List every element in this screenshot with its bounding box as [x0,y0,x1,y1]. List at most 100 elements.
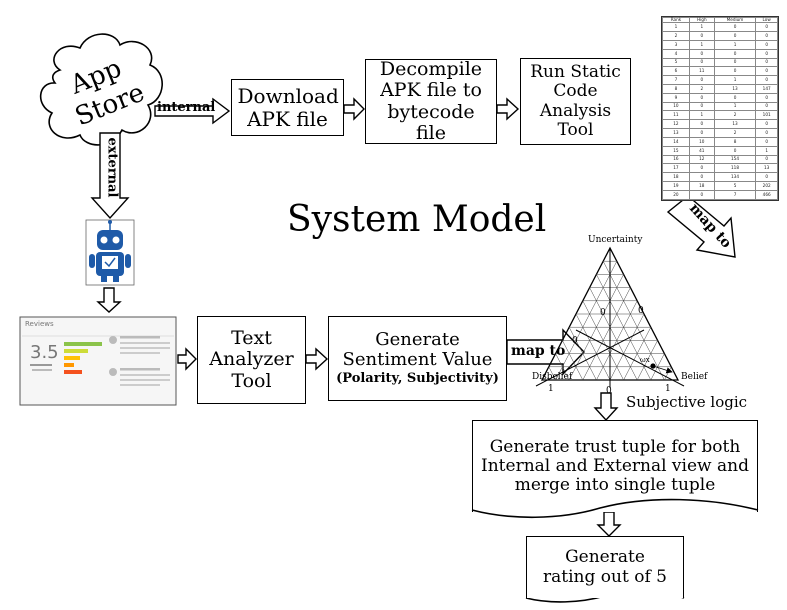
table-cell: 0 [713,145,757,156]
table-cell: 147 [755,84,778,94]
table-cell: 13 [755,163,778,174]
arrow-map-to-top [666,195,736,258]
table-cell: 13 [662,128,690,138]
static-analysis-label: Run Static Code Analysis Tool [530,62,621,140]
text-analyzer-label: Text Analyzer Tool [209,327,294,392]
table-cell: 0 [688,119,715,130]
robot-icon [85,219,135,286]
table-cell: 20 [662,189,690,201]
table-cell: 0 [755,31,778,41]
table-header-cell: Low [755,16,778,24]
table-cell: 5 [662,57,690,68]
external-label: external [104,137,120,198]
table-header-cell: Medium [713,16,757,24]
table-cell: 15 [662,145,690,156]
page-title: System Model [287,199,547,240]
table-cell: 13 [713,84,757,94]
table-cell: 1 [662,22,690,33]
download-apk-label: Download APK file [237,84,339,131]
table-cell: 1 [688,39,715,50]
reviews-panel [19,316,177,406]
sentiment-box: Generate Sentiment Value (Polarity, Subj… [328,316,507,401]
table-cell: 1 [713,39,757,50]
trust-tuple-box: Generate trust tuple for both Internal a… [472,420,758,512]
table-cell: 18 [662,172,690,183]
subjective-logic-label: Subjective logic [626,393,748,411]
triangle-tick-4: 1 [548,384,554,394]
table-cell: 0 [755,48,778,59]
table-cell: 1 [688,110,715,121]
arrow-robot-reviews [96,287,122,313]
arrow-decompile-static [496,97,520,121]
table-cell: 154 [713,154,757,165]
arrow-external [90,132,130,220]
table-cell: 4 [662,48,690,59]
table-cell: 466 [755,189,778,201]
arrow-download-decompile [343,97,365,121]
table-cell: 7 [662,75,690,85]
table-cell: 0 [755,39,778,50]
table-cell: 0 [688,163,715,174]
table-cell: 0 [713,92,757,103]
table-cell: 0 [688,128,715,138]
table-cell: 0 [755,101,778,112]
table-cell: 0 [713,31,757,41]
sentiment-sublabel: (Polarity, Subjectivity) [336,371,499,387]
table-cell: 1 [755,145,778,156]
table-cell: 0 [713,57,757,68]
table-cell: 0 [688,48,715,59]
table-cell: 0 [688,172,715,183]
table-cell: 0 [688,101,715,112]
table-cell: 8 [713,136,757,147]
table-cell: 13 [713,119,757,130]
table-cell: 0 [688,31,715,41]
trust-tuple-label: Generate trust tuple for both Internal a… [481,436,749,496]
table-cell: 0 [755,57,778,68]
table-cell: 41 [688,145,715,156]
decompile-apk-box: Decompile APK file to bytecode file [365,57,497,144]
opinion-triangle [535,246,685,388]
table-cell: 0 [713,22,757,33]
table-cell: 17 [662,163,690,174]
table-cell: 118 [713,163,757,174]
rating-box: Generate rating out of 5 [526,536,684,598]
static-analysis-box: Run Static Code Analysis Tool [520,58,631,145]
table-cell: 0 [755,22,778,33]
decompile-apk-label: Decompile APK file to bytecode file [379,57,483,144]
table-cell: 0 [755,154,778,165]
table-cell: 0 [688,57,715,68]
arrow-trust-rating [596,511,622,537]
table-cell: 9 [662,92,690,103]
table-cell: 3 [662,39,690,50]
triangle-right-label: Belief [681,372,708,382]
table-cell: 2 [662,31,690,41]
table-header-row: Rank High Medium Low [662,16,778,24]
table-cell: 0 [713,66,757,77]
table-cell: 0 [688,75,715,85]
table-cell: 19 [662,181,690,191]
arrow-reviews-text [177,347,197,371]
table-cell: 0 [755,136,778,147]
sentiment-label: Generate Sentiment Value [342,329,493,371]
arrow-internal [154,97,231,125]
